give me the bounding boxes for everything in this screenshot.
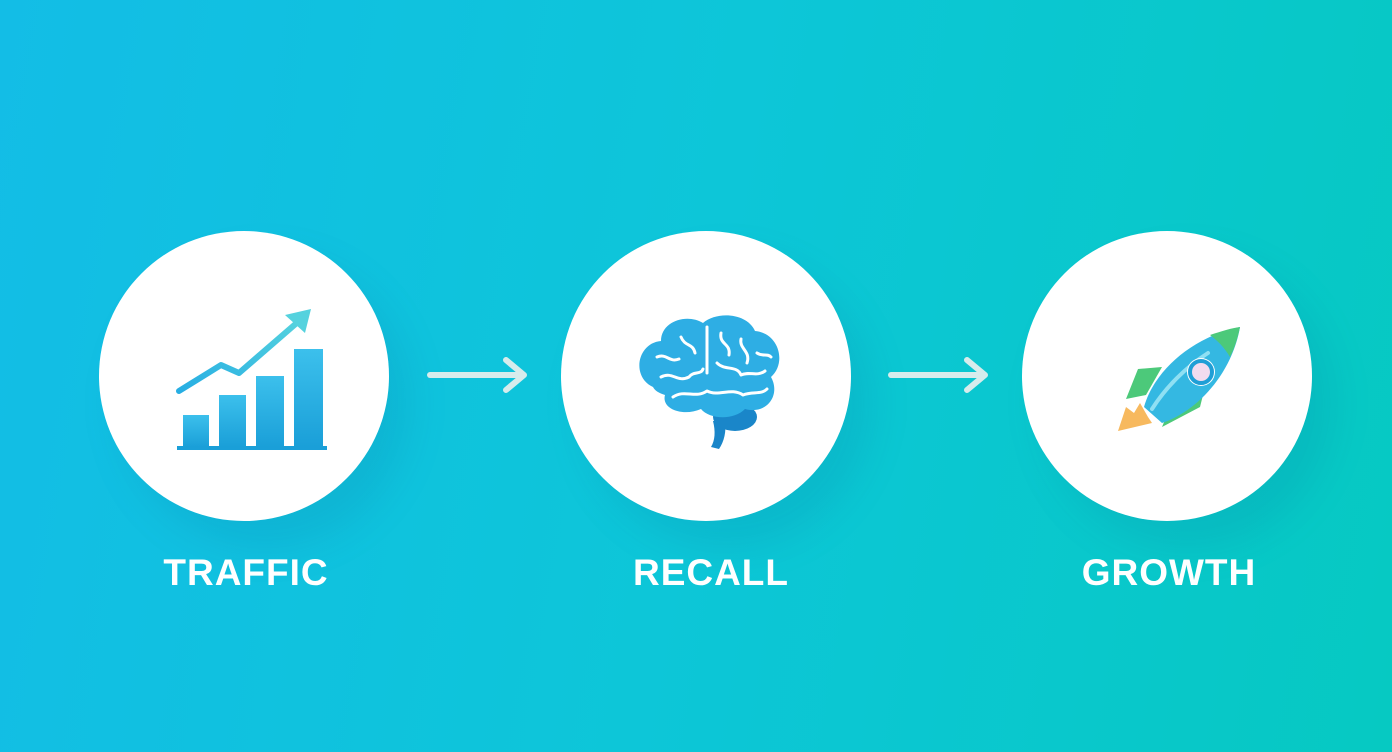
- recall-circle: [561, 231, 851, 521]
- baseline: [177, 446, 327, 450]
- bar-4: [294, 349, 323, 447]
- right-arrow-icon: [888, 357, 988, 393]
- trend-line: [176, 318, 302, 394]
- traffic-circle: [99, 231, 389, 521]
- bar-3: [256, 376, 284, 447]
- growth-circle: [1022, 231, 1312, 521]
- right-arrow-icon: [427, 357, 527, 393]
- recall-label: RECALL: [632, 552, 790, 593]
- growth-label: GROWTH: [1081, 552, 1257, 593]
- traffic-label: TRAFFIC: [163, 552, 329, 593]
- bar-2: [219, 395, 246, 447]
- bar-1: [183, 415, 209, 447]
- brain-icon: [639, 315, 780, 449]
- trend-arrowhead: [285, 309, 311, 333]
- bar-chart-trend-icon: [176, 309, 327, 450]
- rocket-icon: [1118, 327, 1240, 431]
